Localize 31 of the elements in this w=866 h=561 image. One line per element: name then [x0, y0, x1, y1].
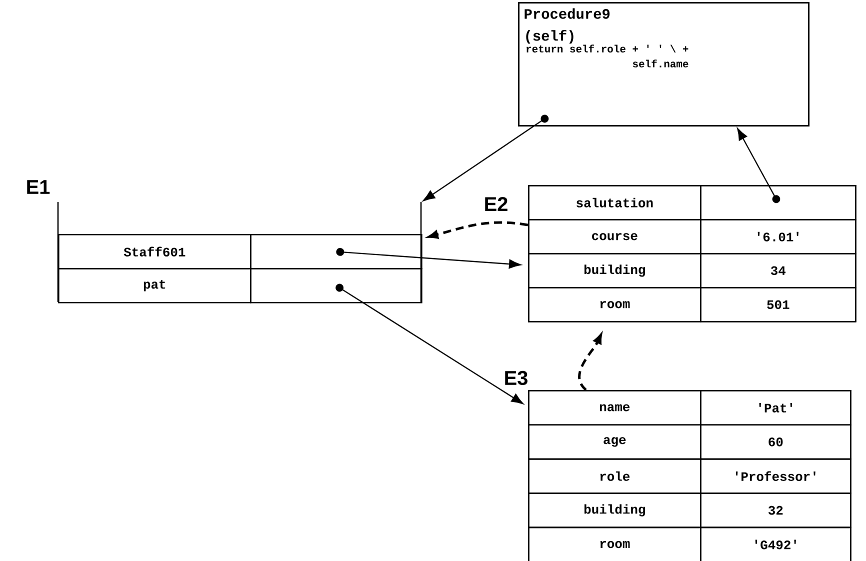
table-cell: role	[528, 458, 702, 494]
frame-label: E1	[27, 180, 50, 194]
table-cell: building	[528, 252, 702, 288]
arrow	[737, 128, 780, 204]
table-cell: '6.01'	[700, 218, 856, 254]
table-cell: age	[528, 424, 702, 460]
table-cell	[250, 234, 422, 270]
table-cell	[700, 185, 856, 220]
frame-label: E2	[485, 197, 508, 211]
table-cell: building	[528, 492, 702, 528]
table-cell: 34	[700, 252, 856, 288]
table-cell: room	[528, 287, 702, 322]
frame-label: E3	[505, 370, 528, 386]
table-cell: 'Professor'	[700, 458, 852, 494]
table-cell: 'G492'	[700, 526, 852, 561]
table-cell: 501	[700, 287, 856, 322]
table-cell: Staff601	[58, 234, 252, 270]
table-cell: salutation	[528, 185, 702, 220]
table-cell: 'Pat'	[700, 390, 852, 426]
table-cell: name	[528, 390, 702, 426]
table-cell: 60	[700, 424, 852, 460]
arrow	[336, 248, 522, 269]
table-cell	[250, 268, 422, 304]
table-cell: pat	[58, 268, 252, 304]
arrow	[422, 114, 549, 202]
procedure-box: Procedure9 (self) return self.role + ' ' \ + self.name	[518, 2, 810, 126]
table-cell: room	[528, 526, 702, 561]
table-cell: course	[528, 218, 702, 254]
arrow	[336, 284, 524, 404]
frame	[57, 201, 422, 303]
table-cell: 32	[700, 492, 852, 528]
